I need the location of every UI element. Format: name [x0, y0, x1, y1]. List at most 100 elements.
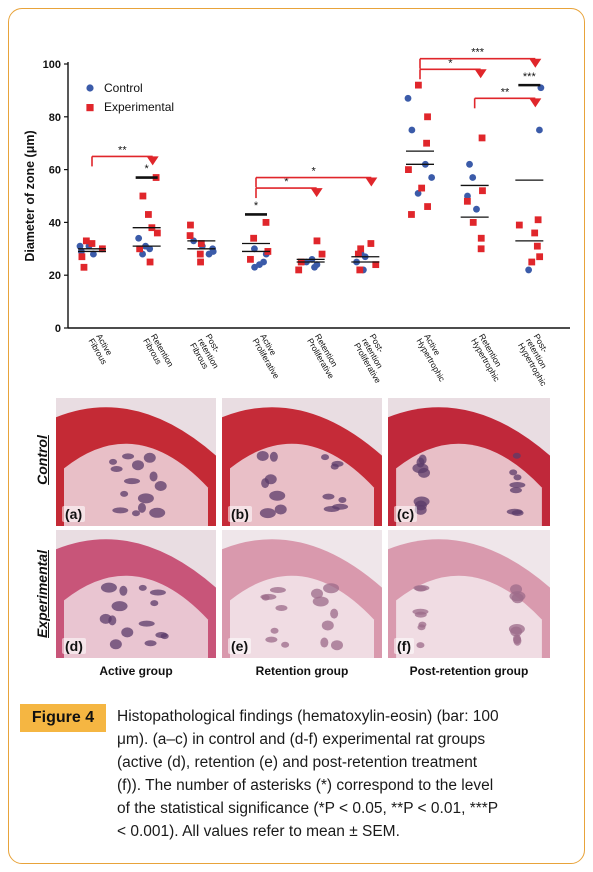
bone-trabecula: [511, 593, 524, 604]
bone-trabecula: [310, 588, 323, 599]
histology-panel-c: (c): [388, 398, 550, 526]
significance-label: ***: [471, 47, 485, 59]
data-point-control: [139, 250, 146, 258]
data-point-control: [473, 205, 480, 213]
caption-line: μm). (a–c) in control and (d-f) experime…: [117, 731, 486, 748]
histology-panel-d: (d): [56, 530, 216, 658]
bone-trabecula: [109, 458, 118, 465]
figure-badge: Figure 4: [20, 704, 106, 732]
data-point-experimental: [477, 234, 485, 242]
data-point-experimental: [477, 245, 485, 253]
bone-trabecula: [321, 454, 330, 461]
caption-line: of the statistical significance (*P < 0.…: [117, 800, 499, 817]
data-point-control: [469, 174, 477, 181]
histology-panel-e: (e): [222, 530, 382, 658]
significance-star: *: [254, 200, 259, 212]
data-point-experimental: [78, 253, 86, 261]
bone-trabecula: [323, 505, 340, 512]
bone-trabecula: [322, 493, 335, 500]
caption-line: (f)). The number of asterisks (*) corres…: [117, 777, 494, 794]
histology-image-c: [388, 398, 550, 526]
y-axis-label: Diameter of zone (μm): [23, 130, 37, 261]
data-point-experimental: [408, 211, 415, 218]
data-point-experimental: [479, 187, 486, 195]
significance-star: *: [145, 163, 150, 175]
cartilage-zone: [64, 575, 208, 658]
data-point-control: [464, 192, 471, 200]
data-point-experimental: [463, 197, 471, 205]
caption-line: Histopathological findings (hematoxylin-…: [117, 708, 499, 725]
panel-label: (e): [228, 638, 252, 654]
bone-trabecula: [338, 496, 347, 503]
bone-trabecula: [417, 624, 426, 631]
bone-trabecula: [112, 507, 129, 514]
data-point-experimental: [318, 250, 326, 258]
data-point-experimental: [247, 255, 254, 263]
data-point-control: [536, 126, 543, 134]
significance-arrow: [529, 98, 542, 108]
significance-arrow: [365, 177, 378, 187]
significance-label: **: [501, 86, 510, 98]
bone-trabecula: [412, 608, 429, 615]
bone-trabecula: [131, 460, 144, 471]
data-point-experimental: [423, 139, 430, 147]
data-point-control: [135, 234, 143, 242]
histology-image-e: [222, 530, 382, 658]
significance-arrow: [474, 69, 487, 79]
data-point-control: [76, 242, 84, 250]
group-label-retention: Retention group: [255, 664, 349, 678]
data-point-experimental: [424, 113, 431, 121]
bone-trabecula: [281, 641, 290, 648]
data-point-experimental: [372, 261, 380, 269]
y-tick-label: 80: [49, 112, 61, 124]
significance-label: *: [284, 176, 289, 188]
data-point-control: [251, 245, 258, 253]
data-point-experimental: [196, 250, 204, 258]
bone-trabecula: [330, 608, 339, 619]
panel-label: (a): [62, 506, 86, 522]
data-point-experimental: [424, 203, 431, 210]
data-point-experimental: [197, 240, 205, 247]
bone-trabecula: [275, 604, 288, 611]
bone-trabecula: [510, 584, 523, 595]
data-point-experimental: [186, 232, 194, 239]
panel-label: (b): [228, 506, 252, 522]
data-point-experimental: [354, 250, 362, 258]
significance-label: **: [118, 144, 127, 156]
significance-label: *: [312, 166, 317, 178]
caption-line: (active (d), retention (e) and post-rete…: [117, 754, 478, 771]
y-tick-label: 60: [49, 165, 61, 177]
data-point-experimental: [88, 240, 96, 247]
bone-trabecula: [144, 640, 157, 647]
histology-image-d: [56, 530, 216, 658]
bone-trabecula: [269, 451, 278, 462]
bone-trabecula: [412, 463, 429, 474]
data-point-experimental: [295, 266, 303, 274]
bone-trabecula: [320, 637, 329, 648]
bone-trabecula: [110, 466, 123, 473]
data-point-experimental: [469, 219, 477, 226]
group-label-active: Active group: [99, 664, 173, 678]
data-point-experimental: [534, 216, 542, 224]
bone-trabecula: [264, 474, 277, 485]
legend-label-control: Control: [104, 81, 143, 95]
side-label-control: Control: [34, 435, 50, 485]
bone-trabecula: [511, 509, 524, 516]
figure-caption: Histopathological findings (hematoxylin-…: [117, 705, 569, 843]
data-point-experimental: [357, 245, 365, 253]
cartilage-zone: [396, 443, 542, 526]
bone-trabecula: [137, 493, 154, 504]
bone-trabecula: [265, 636, 278, 643]
bone-trabecula: [509, 481, 526, 488]
data-point-control: [89, 250, 97, 258]
bone-trabecula: [100, 582, 117, 593]
bone-trabecula: [138, 584, 147, 591]
bone-trabecula: [111, 601, 128, 612]
data-point-control: [311, 263, 318, 271]
data-point-experimental: [187, 221, 194, 229]
data-point-experimental: [531, 229, 539, 237]
bone-trabecula: [270, 627, 279, 634]
